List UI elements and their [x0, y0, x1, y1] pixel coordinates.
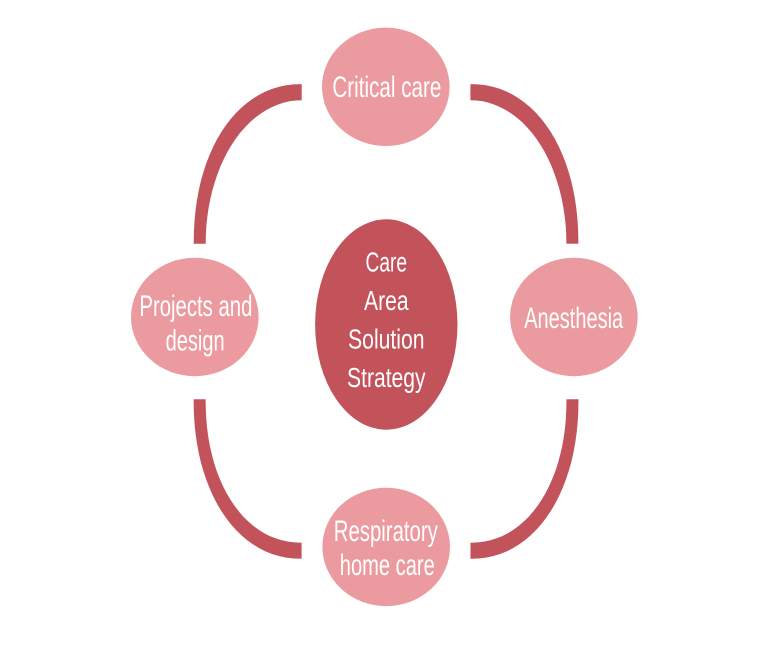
svg-text:Critical care: Critical care — [332, 71, 441, 104]
svg-text:design: design — [166, 324, 225, 357]
svg-text:Anesthesia: Anesthesia — [524, 302, 623, 335]
svg-text:Projects and: Projects and — [139, 290, 252, 323]
svg-text:Area: Area — [364, 285, 409, 316]
svg-text:home care: home care — [340, 549, 435, 582]
svg-text:Strategy: Strategy — [347, 362, 426, 393]
svg-text:Solution: Solution — [348, 323, 425, 354]
svg-text:Respiratory: Respiratory — [334, 515, 438, 548]
svg-text:Care: Care — [366, 247, 408, 278]
